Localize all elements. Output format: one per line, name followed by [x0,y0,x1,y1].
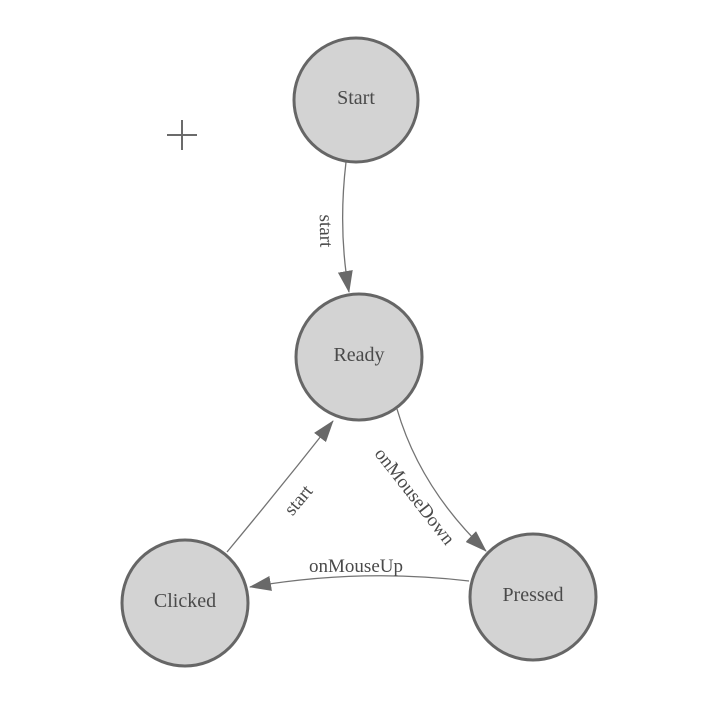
state-circle-ready[interactable] [294,292,424,422]
state-label-start: Start [337,87,375,109]
transition-ready-to-pressed: onMouseDown [370,408,487,552]
transition-pressed-to-clicked: onMouseUp [249,556,470,591]
state-label-clicked: Clicked [154,590,216,612]
state-node-ready[interactable]: Ready [294,292,424,422]
state-node-start[interactable]: Start [292,36,420,164]
transition-edge-pressed-to-clicked[interactable] [249,575,470,591]
plus-crosshair-icon [167,120,197,150]
state-circle-start[interactable] [292,36,420,164]
transition-clicked-to-ready: start [226,420,334,553]
transition-edge-clicked-to-ready[interactable] [226,420,334,553]
transition-edge-start-to-ready[interactable] [337,161,353,293]
state-node-clicked[interactable]: Clicked [120,538,250,668]
transition-label-pressed-to-clicked[interactable]: onMouseUp [309,556,403,577]
transition-label-start-to-ready[interactable]: start [315,214,337,248]
transition-start-to-ready: start [315,161,353,293]
state-label-pressed: Pressed [502,584,563,606]
origin-marker-layer [167,120,197,150]
state-node-pressed[interactable]: Pressed [468,532,598,662]
state-circle-pressed[interactable] [468,532,598,662]
transition-label-ready-to-pressed[interactable]: onMouseDown [370,444,459,550]
state-label-ready: Ready [333,344,384,366]
state-circle-clicked[interactable] [120,538,250,668]
transition-label-clicked-to-ready[interactable]: start [280,481,318,520]
transition-edge-ready-to-pressed[interactable] [396,408,487,552]
